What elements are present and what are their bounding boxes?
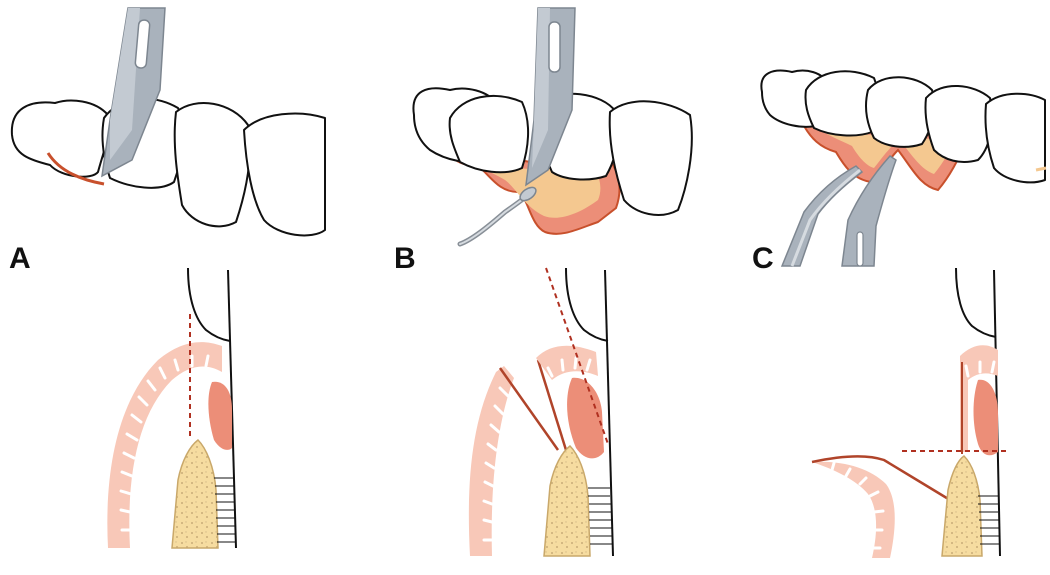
panel-label-b: B (394, 244, 416, 274)
alveolar-bone-a (172, 440, 218, 548)
crown-outline-b (566, 268, 608, 341)
connective-tissue-c (974, 380, 999, 455)
alveolar-bone-b (544, 446, 590, 556)
flap-reflection-line-b1 (500, 368, 558, 450)
crown-outline-a (188, 268, 230, 341)
panel-a-cross-section (107, 268, 236, 548)
alveolar-bone-c (942, 456, 982, 556)
panel-a-teeth-view (12, 8, 325, 235)
teeth-row-c (761, 71, 1045, 183)
tooth-root-line-b (605, 270, 613, 556)
panel-b-teeth-view (413, 8, 691, 244)
panel-label-a: A (9, 244, 31, 274)
panel-c-teeth-view (761, 71, 1046, 266)
panel-label-c: C (752, 244, 774, 274)
connective-tissue-a (208, 382, 232, 450)
flap-edge-fragment (1036, 168, 1046, 170)
connective-tissue-b (567, 378, 604, 459)
crown-outline-c (956, 268, 996, 337)
periosteal-elevator-icon (460, 185, 538, 244)
pdl-fibers-b (588, 488, 612, 544)
panel-b-cross-section (469, 268, 613, 556)
panel-c-cross-section (812, 268, 1006, 558)
